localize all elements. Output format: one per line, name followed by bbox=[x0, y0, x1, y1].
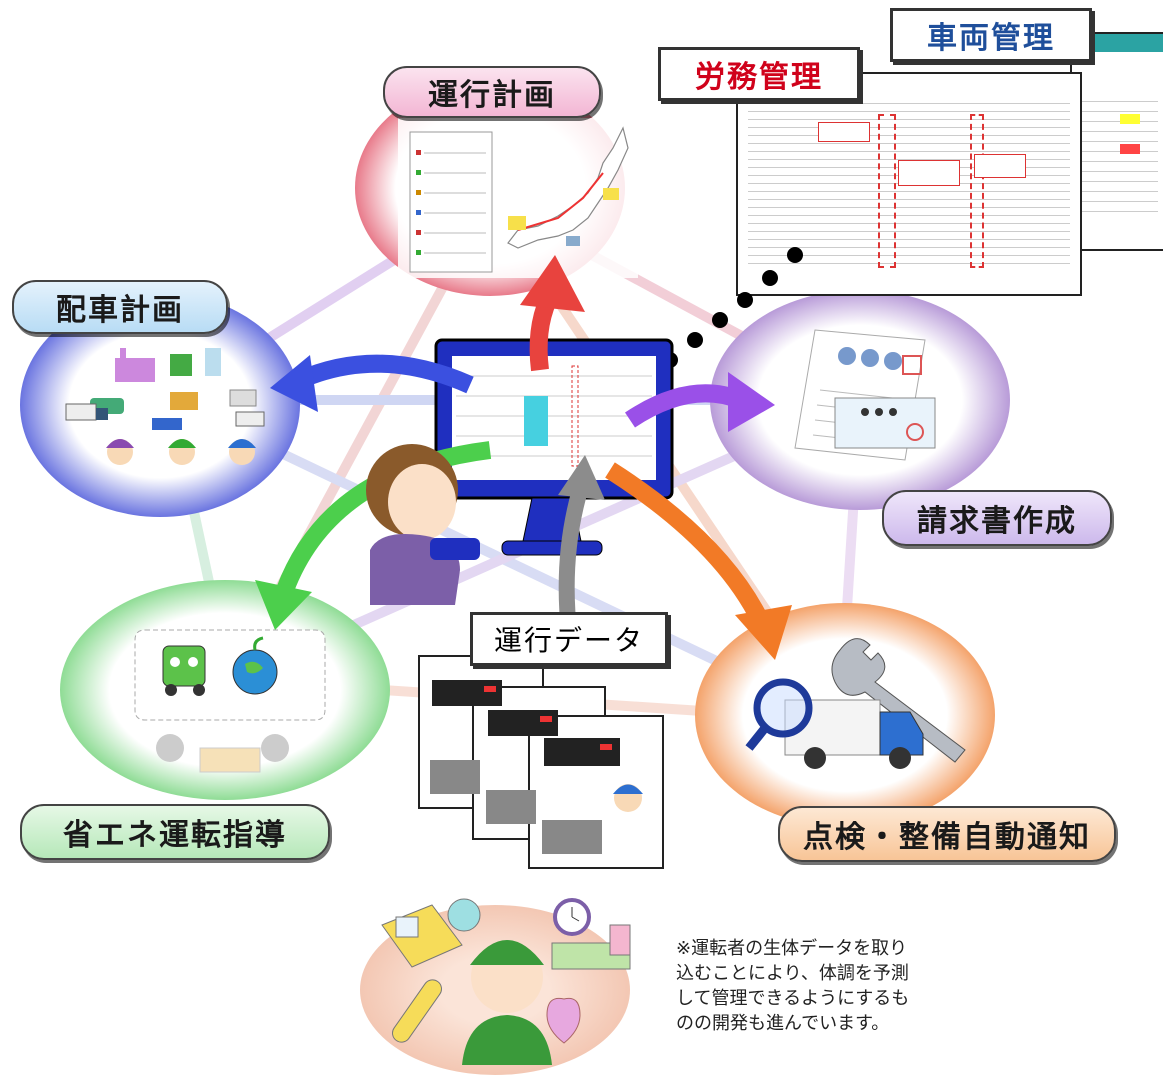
eco-illustration bbox=[134, 629, 326, 773]
vehicle-document bbox=[1070, 32, 1163, 251]
inspection-illustration bbox=[745, 638, 966, 769]
truck-icon bbox=[65, 403, 265, 430]
data-label-text: 運行データ bbox=[493, 624, 644, 657]
dispatch-label: 配車計画 bbox=[12, 280, 228, 334]
map-icon bbox=[398, 118, 638, 278]
driver-icon bbox=[106, 439, 256, 465]
monitor-icon bbox=[434, 338, 674, 556]
note-line: のの開発も進んでいます。 bbox=[676, 1013, 890, 1034]
eco-label: 省エネ運転指導 bbox=[20, 804, 330, 860]
data-label: 運行データ bbox=[470, 612, 668, 666]
dispatch-label-text: 配車計画 bbox=[56, 293, 184, 328]
plan-label: 運行計画 bbox=[383, 66, 601, 118]
biometric-illustration bbox=[381, 898, 631, 1065]
invoice-label-text: 請求書作成 bbox=[917, 504, 1077, 539]
magnifier-icon bbox=[745, 678, 813, 751]
biometric-note: ※運転者の生体データを取り 込むことにより、体調を予測 して管理できるようにする… bbox=[676, 936, 976, 1036]
recorder-icon bbox=[430, 680, 643, 854]
heart-icon bbox=[546, 997, 581, 1044]
alarm-clock-icon bbox=[553, 898, 591, 936]
dispatch-illustration bbox=[65, 348, 265, 465]
vehicle-label-text: 車両管理 bbox=[927, 21, 1055, 56]
dispatch-ellipse bbox=[20, 293, 300, 517]
eco-label-text: 省エネ運転指導 bbox=[63, 818, 287, 853]
note-line: ※運転者の生体データを取り bbox=[676, 938, 908, 959]
labor-document bbox=[736, 72, 1082, 296]
plan-label-text: 運行計画 bbox=[428, 78, 556, 113]
note-line: して管理できるようにするも bbox=[676, 988, 910, 1009]
truck-icon bbox=[162, 645, 206, 696]
bed-icon bbox=[551, 924, 631, 970]
factory-icon bbox=[115, 348, 221, 382]
thermometer-icon bbox=[392, 979, 442, 1043]
labor-label-text: 労務管理 bbox=[695, 60, 823, 95]
driver-icon bbox=[462, 940, 552, 1065]
invoice-label: 請求書作成 bbox=[882, 490, 1112, 546]
invoice-document-icon bbox=[794, 329, 936, 461]
inspection-label: 点検・整備自動通知 bbox=[778, 806, 1116, 862]
wrench-icon bbox=[831, 638, 966, 763]
operator-icon bbox=[366, 444, 480, 605]
labor-label: 労務管理 bbox=[658, 47, 860, 101]
inspection-label-text: 点検・整備自動通知 bbox=[803, 820, 1091, 855]
earth-mascot-icon bbox=[232, 636, 278, 695]
vehicle-label: 車両管理 bbox=[890, 8, 1092, 62]
breath-tester-icon bbox=[381, 898, 481, 968]
note-line: 込むことにより、体調を予測 bbox=[676, 963, 909, 984]
